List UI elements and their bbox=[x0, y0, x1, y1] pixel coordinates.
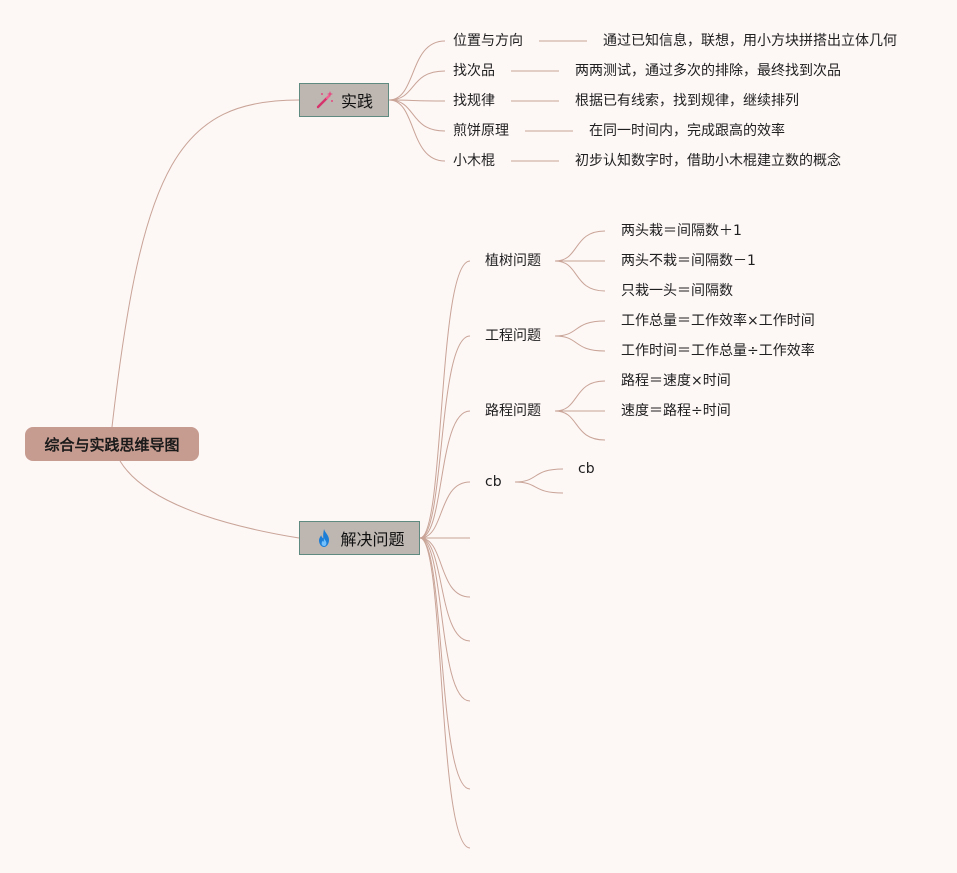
practice-note-position[interactable]: 通过已知信息，联想，用小方块拼搭出立体几何 bbox=[603, 33, 897, 49]
distance-note-speed[interactable]: 速度＝路程÷时间 bbox=[621, 403, 731, 419]
tree-note-one-end[interactable]: 只栽一头＝间隔数 bbox=[621, 283, 733, 299]
connector-3 bbox=[388, 70, 446, 101]
distance-note-distance[interactable]: 路程＝速度×时间 bbox=[621, 373, 731, 389]
connector-25 bbox=[554, 320, 606, 337]
root-node[interactable]: 综合与实践思维导图 bbox=[25, 427, 199, 461]
practice-item-defective[interactable]: 找次品 bbox=[453, 63, 495, 79]
connector-14 bbox=[419, 410, 471, 539]
connector-4 bbox=[388, 99, 446, 102]
topic-practice[interactable]: 实践 bbox=[299, 83, 389, 117]
connector-17 bbox=[419, 537, 471, 598]
practice-note-defective[interactable]: 两两测试，通过多次的排除，最终找到次品 bbox=[575, 63, 841, 79]
work-note-time[interactable]: 工作时间＝工作总量÷工作效率 bbox=[621, 343, 815, 359]
root-label: 综合与实践思维导图 bbox=[44, 435, 180, 454]
connector-22 bbox=[554, 230, 606, 262]
solve-item-distance[interactable]: 路程问题 bbox=[485, 403, 541, 419]
topic-solve[interactable]: 解决问题 bbox=[299, 521, 420, 555]
tree-note-both-ends[interactable]: 两头栽＝间隔数＋1 bbox=[621, 223, 742, 239]
connector-31 bbox=[514, 481, 564, 494]
work-note-total[interactable]: 工作总量＝工作效率×工作时间 bbox=[621, 313, 815, 329]
solve-item-work[interactable]: 工程问题 bbox=[485, 328, 541, 344]
solve-item-cb[interactable]: cb bbox=[485, 474, 502, 490]
connector-6 bbox=[388, 99, 446, 162]
connector-2 bbox=[388, 40, 446, 101]
practice-note-pattern[interactable]: 根据已有线索，找到规律，继续排列 bbox=[575, 93, 799, 109]
connector-1 bbox=[119, 460, 300, 539]
connector-5 bbox=[388, 99, 446, 132]
connector-19 bbox=[419, 537, 471, 702]
practice-note-pancake[interactable]: 在同一时间内，完成跟高的效率 bbox=[589, 123, 785, 139]
practice-item-pancake[interactable]: 煎饼原理 bbox=[453, 123, 509, 139]
practice-item-pattern[interactable]: 找规律 bbox=[453, 93, 495, 109]
connector-0 bbox=[111, 99, 300, 428]
connector-12 bbox=[419, 260, 471, 539]
tree-note-no-ends[interactable]: 两头不栽＝间隔数－1 bbox=[621, 253, 756, 269]
connector-24 bbox=[554, 260, 606, 292]
connector-26 bbox=[554, 335, 606, 352]
fire-icon bbox=[314, 528, 334, 548]
connector-13 bbox=[419, 335, 471, 539]
connector-20 bbox=[419, 537, 471, 790]
connector-29 bbox=[554, 410, 606, 441]
connector-21 bbox=[419, 537, 471, 849]
connector-15 bbox=[419, 481, 471, 539]
solve-item-tree[interactable]: 植树问题 bbox=[485, 253, 541, 269]
magic-wand-icon bbox=[315, 90, 335, 110]
practice-item-position[interactable]: 位置与方向 bbox=[453, 33, 523, 49]
topic-solve-label: 解决问题 bbox=[340, 530, 405, 549]
connector-18 bbox=[419, 537, 471, 642]
connector-27 bbox=[554, 380, 606, 412]
cb-note[interactable]: cb bbox=[578, 461, 595, 477]
topic-practice-label: 实践 bbox=[340, 92, 373, 111]
connector-30 bbox=[514, 468, 564, 483]
practice-item-sticks[interactable]: 小木棍 bbox=[453, 153, 495, 169]
practice-note-sticks[interactable]: 初步认知数字时，借助小木棍建立数的概念 bbox=[575, 153, 841, 169]
